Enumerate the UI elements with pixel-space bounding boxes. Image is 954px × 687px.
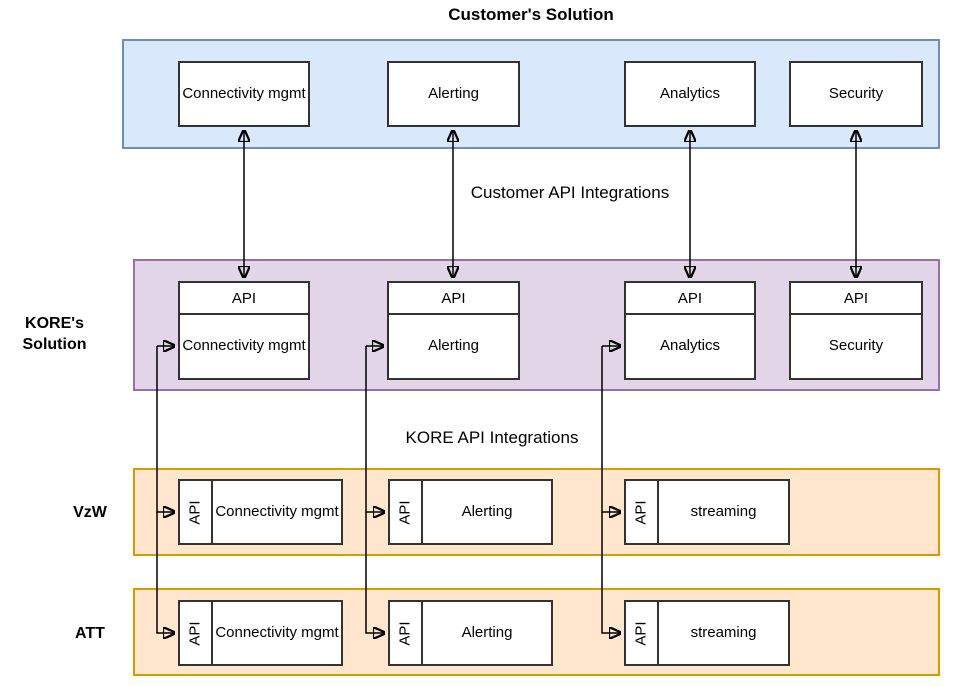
vzw-box-alerting: API Alerting (388, 479, 553, 545)
att-box-alerting: API Alerting (388, 600, 553, 666)
kore-box-alerting-api-header: API (389, 283, 518, 315)
vzw-box-connectivity-api-side: API (180, 481, 213, 543)
customer-box-connectivity-label: Connectivity mgmt (182, 84, 306, 102)
kore-box-security-api-header: API (791, 283, 921, 315)
att-box-alerting-api-label: API (397, 620, 414, 646)
kore-box-analytics-label: Analytics (659, 337, 721, 355)
vzw-box-alerting-label: Alerting (461, 502, 513, 520)
vzw-box-alerting-api-side: API (390, 481, 423, 543)
att-box-alerting-label: Alerting (461, 623, 513, 641)
customer-box-alerting-label: Alerting (428, 84, 479, 102)
customer-box-alerting: Alerting (387, 61, 520, 127)
customer-box-analytics: Analytics (624, 61, 756, 127)
diagram-title: Customer's Solution (448, 5, 614, 24)
customer-box-security-label: Security (828, 84, 884, 102)
kore-box-security-label: Security (828, 337, 884, 355)
att-box-alerting-api-side: API (390, 602, 423, 664)
att-box-streaming-label: streaming (690, 623, 757, 641)
kore-box-security: API Security (789, 281, 923, 380)
kore-box-analytics: API Analytics (624, 281, 756, 380)
kore-box-connectivity-label: Connectivity mgmt (182, 337, 306, 355)
att-box-connectivity-api-side: API (180, 602, 213, 664)
kore-box-analytics-api-header: API (626, 283, 754, 315)
att-box-streaming-api-side: API (626, 602, 659, 664)
att-box-connectivity-api-label: API (187, 620, 204, 646)
kore-box-connectivity: API Connectivity mgmt (178, 281, 310, 380)
customer-api-integrations-label: Customer API Integrations (470, 183, 670, 202)
customer-box-analytics-label: Analytics (659, 84, 721, 102)
kore-solution-side-label-line1: KORE's (25, 315, 84, 332)
vzw-box-connectivity-api-label: API (187, 499, 204, 525)
kore-box-alerting-label: Alerting (428, 337, 479, 355)
vzw-box-connectivity-label: Connectivity mgmt (215, 502, 339, 520)
kore-solution-side-label-line2: Solution (22, 335, 87, 353)
vzw-box-streaming-api-side: API (626, 481, 659, 543)
kore-box-connectivity-api-header: API (180, 283, 308, 315)
vzw-box-streaming: API streaming (624, 479, 790, 545)
att-box-streaming: API streaming (624, 600, 790, 666)
att-box-streaming-api-label: API (633, 620, 650, 646)
kore-api-integrations-label: KORE API Integrations (405, 428, 579, 447)
customer-box-security: Security (789, 61, 923, 127)
kore-box-alerting: API Alerting (387, 281, 520, 380)
att-box-connectivity-label: Connectivity mgmt (215, 623, 339, 641)
vzw-side-label: VzW (73, 504, 107, 521)
vzw-box-connectivity: API Connectivity mgmt (178, 479, 343, 545)
vzw-box-streaming-label: streaming (690, 502, 757, 520)
vzw-box-alerting-api-label: API (397, 499, 414, 525)
vzw-box-streaming-api-label: API (633, 499, 650, 525)
att-box-connectivity: API Connectivity mgmt (178, 600, 343, 666)
kore-solution-side-label: KORE's Solution (2, 314, 107, 356)
att-side-label: ATT (75, 625, 105, 642)
customer-box-connectivity: Connectivity mgmt (178, 61, 310, 127)
